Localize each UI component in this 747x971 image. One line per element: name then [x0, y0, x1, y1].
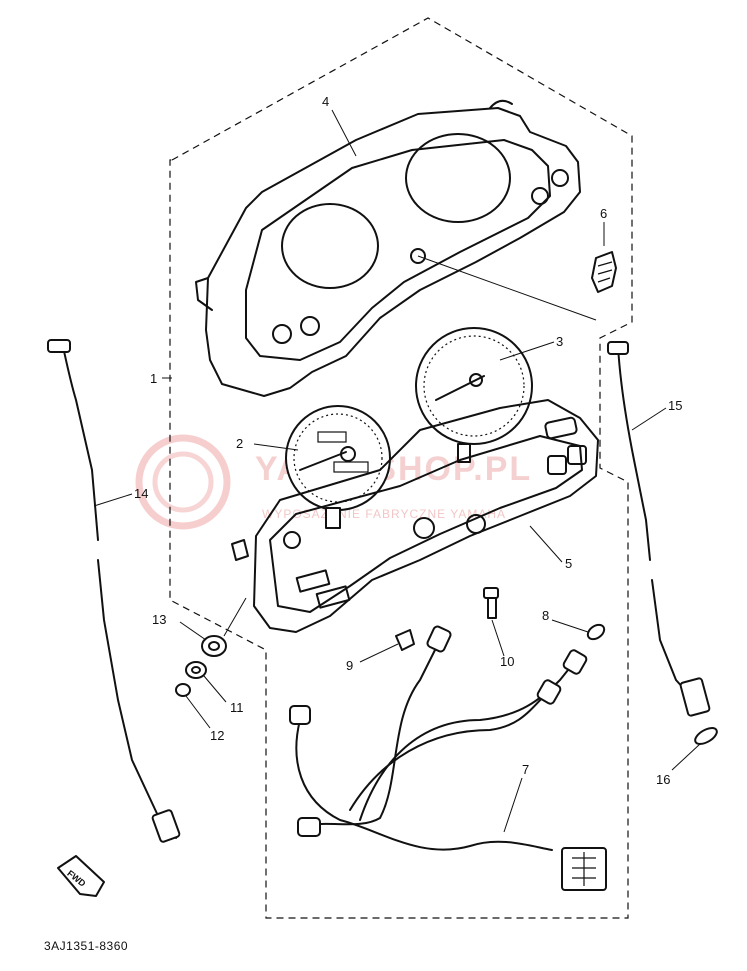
callout-9: 9	[346, 658, 353, 673]
fwd-arrow: FWD	[57, 855, 105, 897]
callout-10: 10	[500, 654, 514, 669]
callout-15: 15	[668, 398, 682, 413]
bulb-socket	[562, 649, 588, 675]
washer-11	[185, 661, 207, 679]
indicator-hole	[551, 169, 569, 187]
meter-cover	[195, 99, 581, 397]
speedometer-cable	[47, 339, 181, 843]
cable-end	[679, 677, 711, 717]
callout-7: 7	[522, 762, 529, 777]
callout-12: 12	[210, 728, 224, 743]
grommet-13	[201, 635, 227, 657]
callout-8: 8	[542, 608, 549, 623]
callouts: 4 3 2 1 6 5 8 9 10 7 13 11 12 14 15 16	[134, 94, 682, 787]
bulb-socket	[536, 679, 562, 705]
cover-tab	[195, 277, 213, 311]
bulb-socket	[297, 817, 321, 837]
bulb-socket	[289, 705, 311, 725]
nut-12	[175, 683, 191, 697]
assembly-boundary	[169, 17, 633, 919]
part-code: 3AJ1351-8360	[44, 939, 128, 953]
cable-end	[151, 809, 181, 843]
housing-stud	[231, 539, 249, 561]
leader-lines	[93, 109, 701, 833]
tachometer-cable	[607, 341, 711, 717]
callout-13: 13	[152, 612, 166, 627]
callout-14: 14	[134, 486, 148, 501]
callout-1: 1	[150, 371, 157, 386]
cable-end	[607, 341, 629, 355]
o-ring-16	[694, 727, 718, 745]
screw-9	[395, 629, 415, 651]
callout-5: 5	[565, 556, 572, 571]
callout-2: 2	[236, 436, 243, 451]
indicator-hole	[272, 324, 292, 344]
watermark-logo-inner	[152, 451, 214, 513]
tachometer	[415, 327, 533, 463]
speedometer-window	[281, 203, 379, 289]
screw-10	[483, 587, 499, 619]
wire-harness	[289, 625, 607, 891]
bulb-8	[586, 623, 606, 641]
speedometer	[285, 405, 391, 529]
meter-housing	[231, 399, 599, 633]
callout-6: 6	[600, 206, 607, 221]
watermark-logo-ring	[135, 434, 231, 530]
watermark-subtext: WYPOSAŻENIE FABRYCZNE YAMAHA	[262, 507, 506, 521]
indicator-hole	[300, 316, 320, 336]
screw-hole	[410, 248, 426, 264]
callout-11: 11	[230, 700, 244, 715]
indicator-hole	[531, 187, 549, 205]
cable-end	[47, 339, 71, 353]
callout-4: 4	[322, 94, 329, 109]
callout-3: 3	[556, 334, 563, 349]
tachometer-window	[405, 133, 511, 223]
callout-16: 16	[656, 772, 670, 787]
cover-tab	[489, 99, 513, 109]
screw-6	[591, 251, 617, 293]
bulb-socket	[426, 625, 452, 653]
